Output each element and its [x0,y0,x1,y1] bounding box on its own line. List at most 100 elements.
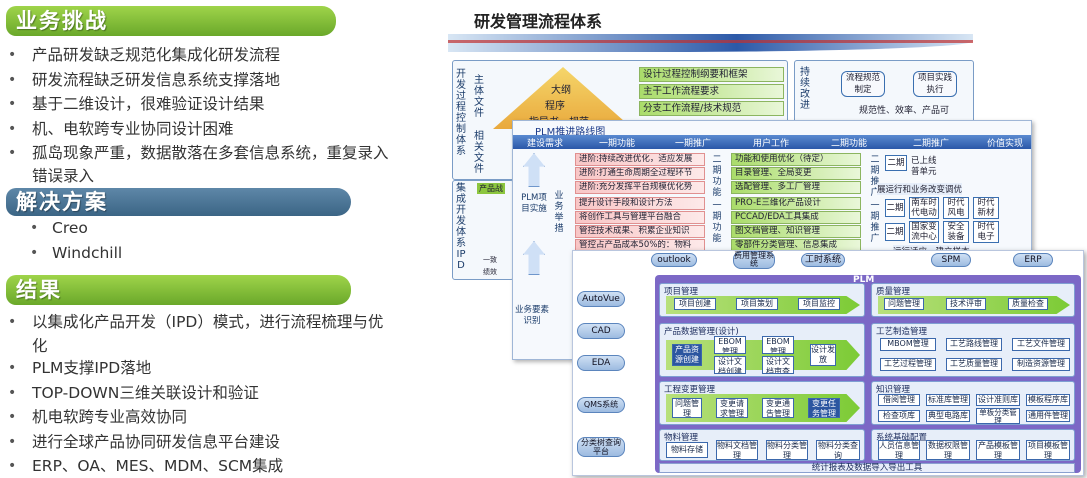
phase1-push-label: 一期推广 [870,201,880,244]
qms-system: QMS系统 [577,397,625,413]
solutions-list: Creo Windchill [6,216,306,265]
material-module: 物料管理 物料存储 物料文档管理 物料分类管理 物料分类查询 [659,429,865,461]
expense-system: 费用管理系统 [733,251,775,269]
list-item: Windchill [6,241,306,266]
module-title: 产品数据管理(设计) [664,327,739,337]
ipd-label: 集成开发体系IPD [456,183,466,271]
base-item-4: 项目模板管理 [1026,440,1070,460]
measure-item-1: 提升设计手段和设计方法 [575,197,705,210]
project-monitor: 项目监控 [798,298,840,310]
system-base-module: 系统基础配置 人员信息管理 数据权限管理 产品模板管理 项目模板管理 [871,429,1075,461]
material-item-3: 物料分类管理 [766,440,808,460]
roadmap-title: PLM推进路线图 [535,127,606,138]
route-management: 工艺路线管理 [946,338,1002,351]
diagram-title: 研发管理流程体系 [474,12,603,31]
stats-tool-bar: 统计报表及数据导入导出工具 [659,463,1075,473]
spm-system: SPM [931,253,971,267]
knowledge-module: 知识管理 借阅管理 标准库管理 设计准则库 模板程序库 检查项库 典型电路库 单… [871,381,1075,425]
rollout-box-5: 二期 [885,223,905,241]
title-band [448,34,973,52]
roadmap-col-4: 用户工作 [753,139,790,149]
product-strategy-label: 产品战 [477,183,505,194]
continuous-improvement-panel: 持续改进 流程规范制定 项目实践执行 规范性、效率、产品可 [794,60,974,124]
plm-architecture: outlook 费用管理系统 工时系统 SPM ERP PLM AutoVue … [572,250,1084,476]
results-header: 结果 [6,275,351,305]
control-bar-3: 分支工作流程/技术规范 [639,101,784,116]
norm-efficiency-label: 规范性、效率、产品可 [859,106,950,116]
list-item: PLM支撑IPD落地 [6,356,446,381]
rollout-box-1: 二期 [885,199,905,217]
list-item: 机电软跨专业高效协同 [6,405,446,430]
results-list-more: PLM支撑IPD落地 TOP-DOWN三维关联设计和验证 机电软跨专业高效协同 … [6,356,446,478]
list-item: TOP-DOWN三维关联设计和验证 [6,381,446,406]
knowledge-item-5: 检查项库 [878,410,920,422]
list-item: 基于二维设计，很难验证设计结果 [6,92,446,117]
process-control-label: 开发过程控制体系 [456,69,466,157]
process-manufacturing-module: 工艺制造管理 MBOM管理 工艺路线管理 工艺文件管理 工艺过程管理 工艺质量管… [871,323,1075,377]
measure-item-2: 将创作工具与管理平台融合 [575,211,705,224]
knowledge-item-4: 模板程序库 [1026,394,1070,406]
material-item-4: 物料分类查询 [816,440,860,460]
module-title: 工程变更管理 [664,385,716,395]
timesheet-system: 工时系统 [801,253,845,267]
norm-setting-box: 流程规范制定 [841,71,885,97]
results-continuation: 化 [32,337,48,355]
phase2-func-item-2: 目录管理、全局变更 [731,167,861,180]
module-title: 项目管理 [664,287,699,297]
phase1-func-item-3: 图文档管理、知识管理 [731,225,861,238]
change-request: 变更请求管理 [716,398,748,418]
challenges-header: 业务挑战 [6,6,336,36]
advanced-item-1: 进阶:持续改进优化，适应发展 [575,153,705,166]
category-tree-system: 分类树查询平台 [577,437,625,457]
list-item: 进行全球产品协同研发信息平台建设 [6,430,446,455]
consistency-label: 一致 [483,256,497,264]
process-quality-management: 工艺质量管理 [946,358,1002,371]
plm-core-label: PLM [853,275,875,285]
phase2-box: 二期 [885,155,907,171]
optimization-note: 展运行和业务改变调优 [877,183,963,195]
knowledge-item-2: 标准库管理 [926,394,970,406]
list-item: 孤岛现象严重，数据散落在多套信息系统，重复录入 [6,141,446,166]
main-docs-label: 主体文件 [474,75,484,119]
ipd-panel: 集成开发体系IPD 产品战 一致 绩效 [452,180,514,280]
change-issue: 问题管理 [672,398,702,418]
phase2-func-item-3: 选配管理、多工厂管理 [731,181,861,194]
phase2-func-label: 二期功能 [712,155,722,198]
module-title: 质量管理 [876,287,911,297]
project-management-module: 项目管理 项目创建 项目策划 项目监控 [659,283,865,317]
module-title: 工艺制造管理 [876,327,928,337]
outlook-system: outlook [651,253,697,267]
eda-system: EDA [577,355,625,371]
phase2-func-item-1: 功能和使用优化（待定） [731,153,861,166]
manufacturing-resource-management: 制造资源管理 [1012,358,1070,371]
roadmap-col-1: 建设需求 [527,139,564,149]
pdm-design-release: 设计发放 [810,344,836,366]
list-item: 以集成化产品开发（IPD）模式，进行流程梳理与优 [6,310,446,335]
change-task: 变更任务管理 [808,398,840,418]
stats-tool-label: 统计报表及数据导入导出工具 [811,463,923,473]
knowledge-item-1: 借阅管理 [878,394,920,406]
rollout-box-2: 南车时代电动 [909,197,939,219]
pyramid-level-1: 大纲 [551,85,571,96]
roadmap-up-arrow-2 [523,241,545,275]
project-plan: 项目策划 [736,298,778,310]
challenges-title: 业务挑战 [16,9,108,33]
list-item: ERP、OA、MES、MDM、SCM集成 [6,454,446,478]
solutions-title: 解决方案 [16,190,108,214]
advanced-item-3: 进阶:充分发挥平台规模优化势 [575,181,705,194]
results-title: 结果 [16,278,62,302]
module-title: 物料管理 [664,433,699,443]
rollout-box-8: 时代电子 [973,221,999,243]
results-list: 以集成化产品开发（IPD）模式，进行流程梳理与优 [6,310,446,335]
pdm-ebom-2: EBOM管理 [762,336,794,354]
roadmap-col-6: 二期推广 [913,139,950,149]
knowledge-item-8: 通用件管理 [1026,410,1070,422]
change-notice: 变更通告管理 [762,398,794,418]
module-title: 系统基础配置 [876,433,928,443]
pdm-design-doc-create: 设计文档创建 [714,356,746,374]
online-label: 已上线 [911,156,937,166]
challenges-list: 产品研发缺乏规范化集成化研发流程 研发流程缺乏研发信息系统支撑落地 基于二维设计… [6,43,446,166]
roadmap-col-2: 一期功能 [599,139,636,149]
project-create: 项目创建 [674,298,716,310]
quality-management-module: 质量管理 问题管理 技术评审 质量检查 [871,283,1075,317]
